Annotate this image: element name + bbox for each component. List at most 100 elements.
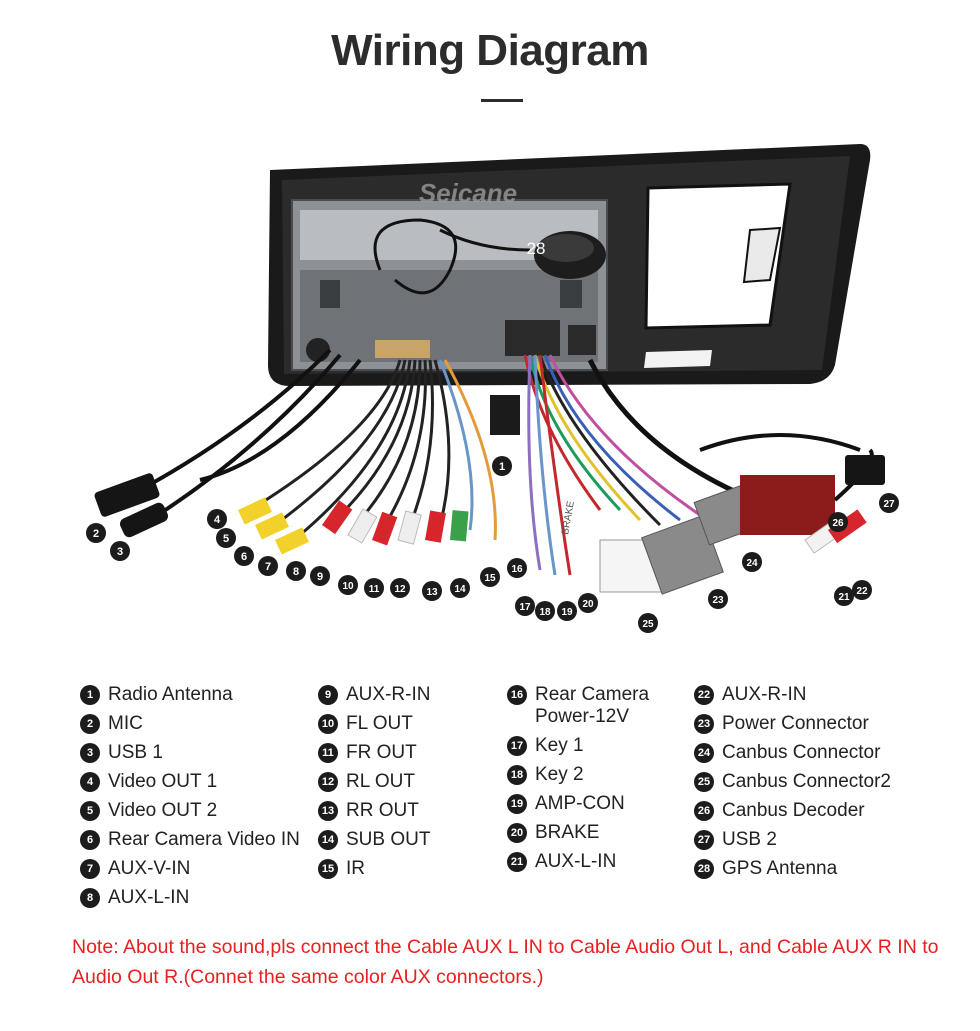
legend-label: BRAKE — [535, 822, 600, 843]
legend-label: IR — [346, 858, 365, 879]
watermark: Seicane — [419, 178, 517, 208]
wiring-diagram: Seicane — [86, 144, 899, 633]
diagram-marker-dot — [86, 523, 106, 543]
legend-item: 18 Key 2 — [507, 764, 649, 786]
diagram-marker-dot — [852, 580, 872, 600]
diagram-marker: 3 — [110, 541, 130, 561]
diagram-marker: 9 — [310, 566, 330, 586]
diagram-marker-dot — [535, 601, 555, 621]
diagram-marker-label: 13 — [426, 587, 438, 598]
diagram-marker-dot — [879, 493, 899, 513]
legend-number-badge: 23 — [694, 714, 714, 734]
rca-plugs — [238, 497, 469, 555]
legend-label: Power Connector — [722, 713, 869, 734]
diagram-marker-label: 1 — [499, 461, 505, 473]
diagram-marker: 24 — [742, 552, 762, 572]
diagram-marker-dot — [742, 552, 762, 572]
diagram-marker-label: 15 — [484, 573, 496, 584]
diagram-marker: 5 — [216, 528, 236, 548]
diagram-marker: 8 — [286, 561, 306, 581]
diagram-marker-dot — [515, 596, 535, 616]
legend-number-badge: 11 — [318, 743, 338, 763]
usb-1-connector — [94, 473, 160, 517]
diagram-marker: 20 — [578, 593, 598, 613]
diagram-marker-label: 27 — [883, 499, 895, 510]
legend-label: AUX-L-IN — [108, 887, 190, 908]
legend-number-badge: 21 — [507, 852, 527, 872]
diagram-marker-label: 2 — [93, 528, 99, 540]
diagram-marker-label: 21 — [838, 592, 850, 603]
diagram-marker-label: 17 — [519, 602, 531, 613]
legend-number-badge: 19 — [507, 794, 527, 814]
legend-label: USB 1 — [108, 742, 163, 763]
legend-number-badge: 26 — [694, 801, 714, 821]
legend-number-badge: 1 — [80, 685, 100, 705]
legend-item: 20 BRAKE — [507, 822, 649, 844]
legend-label: AUX-R-IN — [722, 684, 807, 705]
legend-label: Key 1 — [535, 735, 584, 756]
diagram-marker-label: 14 — [454, 584, 466, 595]
legend-label: AUX-R-IN — [346, 684, 431, 705]
diagram-marker: 28 — [527, 239, 546, 258]
brake-cable-label: BRAKE — [560, 500, 577, 536]
diagram-marker-dot — [364, 578, 384, 598]
legend-item: 7 AUX-V-IN — [80, 858, 300, 880]
diagram-marker: 4 — [207, 509, 227, 529]
diagram-marker-label: 16 — [511, 564, 523, 575]
diagram-marker-dot — [338, 575, 358, 595]
legend-number-badge: 6 — [80, 830, 100, 850]
diagram-marker-dot — [578, 593, 598, 613]
diagram-marker: 6 — [234, 546, 254, 566]
diagram-marker: 13 — [422, 581, 442, 601]
diagram-marker: 19 — [557, 601, 577, 621]
legend-label: Key 2 — [535, 764, 584, 785]
diagram-marker: 23 — [708, 589, 728, 609]
diagram-marker-dot — [638, 613, 658, 633]
legend-number-badge: 20 — [507, 823, 527, 843]
head-unit-chassis — [291, 199, 608, 371]
legend-number-badge: 2 — [80, 714, 100, 734]
diagram-marker-dot — [422, 581, 442, 601]
diagram-marker-label: 4 — [214, 514, 221, 526]
legend-number-badge: 27 — [694, 830, 714, 850]
diagram-marker: 12 — [390, 578, 410, 598]
diagram-marker: 10 — [338, 575, 358, 595]
diagram-marker-label: 19 — [561, 607, 573, 618]
diagram-marker: 27 — [879, 493, 899, 513]
radio-antenna-plug — [490, 395, 520, 435]
title-underline — [481, 99, 523, 102]
diagram-marker-dot — [207, 509, 227, 529]
legend-label: AUX-V-IN — [108, 858, 191, 879]
legend-number-badge: 13 — [318, 801, 338, 821]
legend-number-badge: 14 — [318, 830, 338, 850]
legend-label: Video OUT 2 — [108, 800, 218, 821]
legend-label: Rear Camera Video IN — [108, 829, 300, 850]
legend-number-badge: 18 — [507, 765, 527, 785]
legend-number-badge: 4 — [80, 772, 100, 792]
legend-number-badge: 7 — [80, 859, 100, 879]
canbus-decoder — [699, 433, 874, 535]
page-title: Wiring Diagram — [331, 26, 649, 75]
legend-label: Canbus Connector2 — [722, 771, 891, 792]
diagram-marker: 7 — [258, 556, 278, 576]
diagram-marker-label: 18 — [539, 607, 551, 618]
diagram-marker-label: 12 — [394, 584, 406, 595]
legend-item: 6 Rear Camera Video IN — [80, 829, 300, 851]
diagram-marker: 2 — [86, 523, 106, 543]
usb-2-connector — [845, 455, 885, 485]
diagram-marker-label: 10 — [342, 581, 354, 592]
